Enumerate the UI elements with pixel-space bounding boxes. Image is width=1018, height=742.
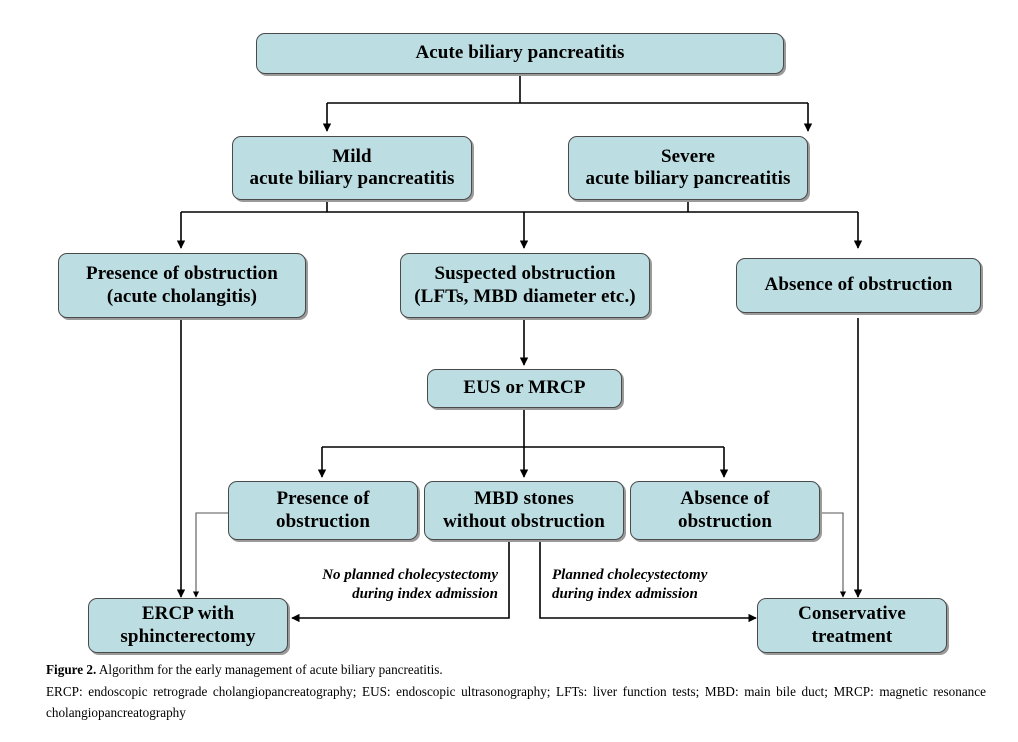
figure-caption: Figure 2. Algorithm for the early manage… <box>46 660 986 723</box>
node-label-line1: Suspected obstruction <box>434 263 616 285</box>
node-label-line1: Severe <box>660 145 716 167</box>
node-presence-of-obstruction[interactable]: Presence of obstruction <box>228 481 418 540</box>
edge-label-no-planned-cholecystectomy: No planned cholecystectomy during index … <box>276 566 498 604</box>
node-label-line1: Presence of obstruction <box>86 263 278 285</box>
node-label-line1: Presence of <box>276 488 370 510</box>
edge-absence2-to-conservative <box>820 512 847 598</box>
node-label-line2: acute biliary pancreatitis <box>585 168 791 189</box>
node-ercp-with-sphincterectomy[interactable]: ERCP with sphincterectomy <box>88 598 288 653</box>
node-label-line1: Absence of obstruction <box>764 274 953 296</box>
node-label-line1: Conservative <box>798 603 906 625</box>
node-label-line1: ERCP with <box>141 603 235 625</box>
caption-title-line: Figure 2. Algorithm for the early manage… <box>46 660 986 680</box>
node-label-line2: (acute cholangitis) <box>106 285 258 307</box>
node-absence-of-obstruction[interactable]: Absence of obstruction <box>630 481 820 540</box>
caption-abbreviations: ERCP: endoscopic retrograde cholangiopan… <box>46 684 986 720</box>
node-label-line1: Absence of <box>680 488 770 510</box>
node-eus-or-mrcp[interactable]: EUS or MRCP <box>427 369 622 408</box>
edge-label-line1: Planned cholecystectomy <box>552 567 708 583</box>
node-label-line1: Mild <box>332 145 372 167</box>
node-label-line2: treatment <box>811 625 893 647</box>
node-label-line2: obstruction <box>276 510 370 532</box>
node-label-line2: obstruction <box>678 510 772 532</box>
node-acute-biliary-pancreatitis[interactable]: Acute biliary pancreatitis <box>256 33 784 74</box>
caption-title-text: Algorithm for the early management of ac… <box>96 662 443 677</box>
caption-figure-number: Figure 2. <box>46 662 97 677</box>
node-conservative-treatment[interactable]: Conservative treatment <box>757 598 947 653</box>
node-absence-of-obstruction-severe[interactable]: Absence of obstruction <box>736 258 981 313</box>
edge-label-line2: during index admission <box>552 586 698 603</box>
node-suspected-obstruction[interactable]: Suspected obstruction (LFTs, MBD diamete… <box>400 253 650 318</box>
node-label-line1: EUS or MRCP <box>463 377 586 399</box>
node-label-line2: sphincterectomy <box>120 625 256 647</box>
node-label-line2: acute biliary pancreatitis <box>249 168 455 189</box>
node-mbd-stones-without-obstruction[interactable]: MBD stones without obstruction <box>424 481 624 540</box>
node-label-line2: without obstruction <box>443 510 605 532</box>
edge-label-planned-cholecystectomy: Planned cholecystectomy during index adm… <box>552 566 772 604</box>
edge-presence2-to-ercp <box>192 512 228 598</box>
node-mild-acute-biliary-pancreatitis[interactable]: Mild acute biliary pancreatitis <box>232 136 472 200</box>
node-severe-acute-biliary-pancreatitis[interactable]: Severe acute biliary pancreatitis <box>568 136 808 200</box>
edge-label-line1: No planned cholecystectomy <box>322 567 498 583</box>
node-label-line1: Acute biliary pancreatitis <box>415 42 625 64</box>
node-presence-of-obstruction-cholangitis[interactable]: Presence of obstruction (acute cholangit… <box>58 253 306 318</box>
edge-label-line2: during index admission <box>352 586 498 603</box>
node-label-line2: (LFTs, MBD diameter etc.) <box>414 285 636 307</box>
node-label-line1: MBD stones <box>474 488 574 510</box>
